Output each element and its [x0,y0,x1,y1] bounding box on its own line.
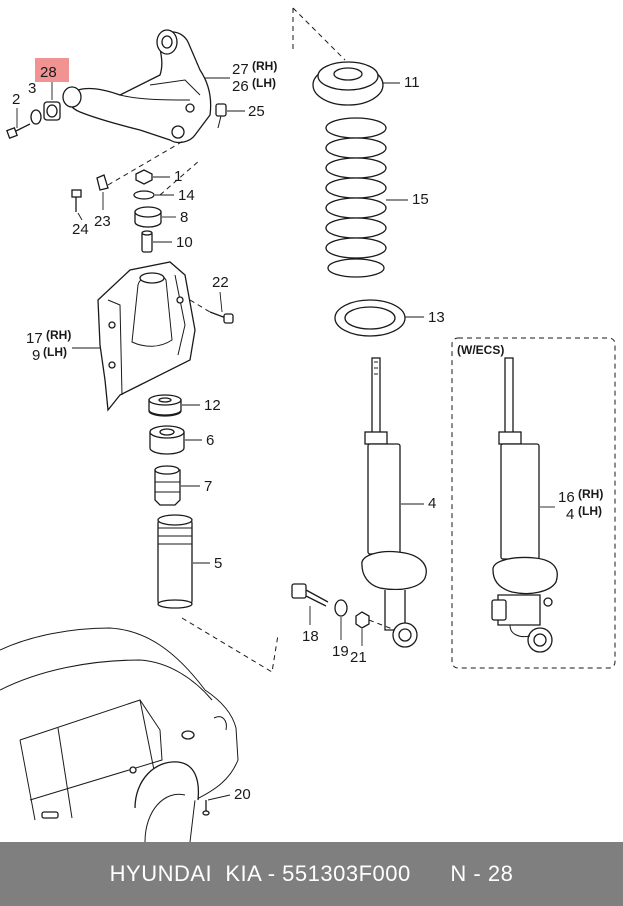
bolt-24 [71,189,82,212]
callout-5: 5 [214,555,222,572]
callout-14: 14 [178,187,195,204]
ecs-shock-absorber [491,357,558,653]
callout-24: 24 [72,221,89,238]
washer-23 [96,174,109,191]
callout-27: 27 [232,61,249,78]
mount-6 [149,425,185,455]
callout-21: 21 [350,649,367,666]
sleeve-10 [141,230,153,253]
footer-reference: N - 28 [450,861,514,886]
bushing-8 [134,206,162,228]
washer-3 [30,109,42,125]
dust-cover-5 [157,514,193,609]
callout-4-lh-tag: (LH) [578,504,602,518]
part-28-highlight [35,58,69,82]
callout-26: 26 [232,78,249,95]
callout-13: 13 [428,309,445,326]
callout-4-lh: 4 [566,506,574,523]
bolt-22 [209,311,234,324]
washer-14 [133,190,155,200]
callout-22: 22 [212,274,229,291]
parts-diagram: 28 3 2 27 (RH) 26 (LH) 25 11 [0,7,616,842]
callout-17: 17 [26,330,43,347]
callout-8: 8 [180,209,188,226]
nut-21 [355,611,370,629]
vehicle-rear-outline [0,627,239,842]
callout-15: 15 [412,191,429,208]
callout-12: 12 [204,397,221,414]
callout-6: 6 [206,432,214,449]
footer-gap [411,861,451,887]
bolt-18 [291,583,329,607]
callout-27-rh: (RH) [252,59,277,73]
upper-control-arm [62,29,212,144]
callout-19: 19 [332,643,349,660]
coil-spring-15 [325,117,387,278]
spring-lower-pad-13 [334,299,406,337]
bushing-28 [43,101,61,121]
insulator-12 [148,394,182,417]
callout-17-rh: (RH) [46,328,71,342]
clip-20 [202,800,210,816]
callout-23: 23 [94,213,111,230]
callout-26-lh: (LH) [252,76,276,90]
callout-20: 20 [234,786,251,803]
callout-25: 25 [248,103,265,120]
callout-3: 3 [28,80,36,97]
ecs-label: (W/ECS) [457,343,504,357]
shock-mounting-bracket [97,261,196,412]
callout-10: 10 [176,234,193,251]
callout-11: 11 [404,74,420,91]
spring-upper-seat-11 [312,61,384,106]
callout-16-rh: (RH) [578,487,603,501]
callout-18: 18 [302,628,319,645]
callout-28: 28 [40,64,57,81]
ecs-variant-box [451,337,616,669]
callout-2: 2 [12,91,20,108]
bolt-2 [6,123,31,139]
callout-4: 4 [428,495,436,512]
callout-9-lh: (LH) [43,345,67,359]
bump-stopper-7 [154,465,181,506]
callout-9: 9 [32,347,40,364]
callout-16: 16 [558,489,575,506]
shock-absorber-4 [361,357,427,648]
nut-25 [215,103,227,129]
callout-1: 1 [174,168,182,185]
washer-19 [334,599,348,617]
footer-part-number: HYUNDAI KIA - 551303F000 [109,861,411,886]
part-number-footer: HYUNDAI KIA - 551303F000 N - 28 [0,842,623,906]
callout-7: 7 [204,478,212,495]
nut-1 [135,169,153,185]
